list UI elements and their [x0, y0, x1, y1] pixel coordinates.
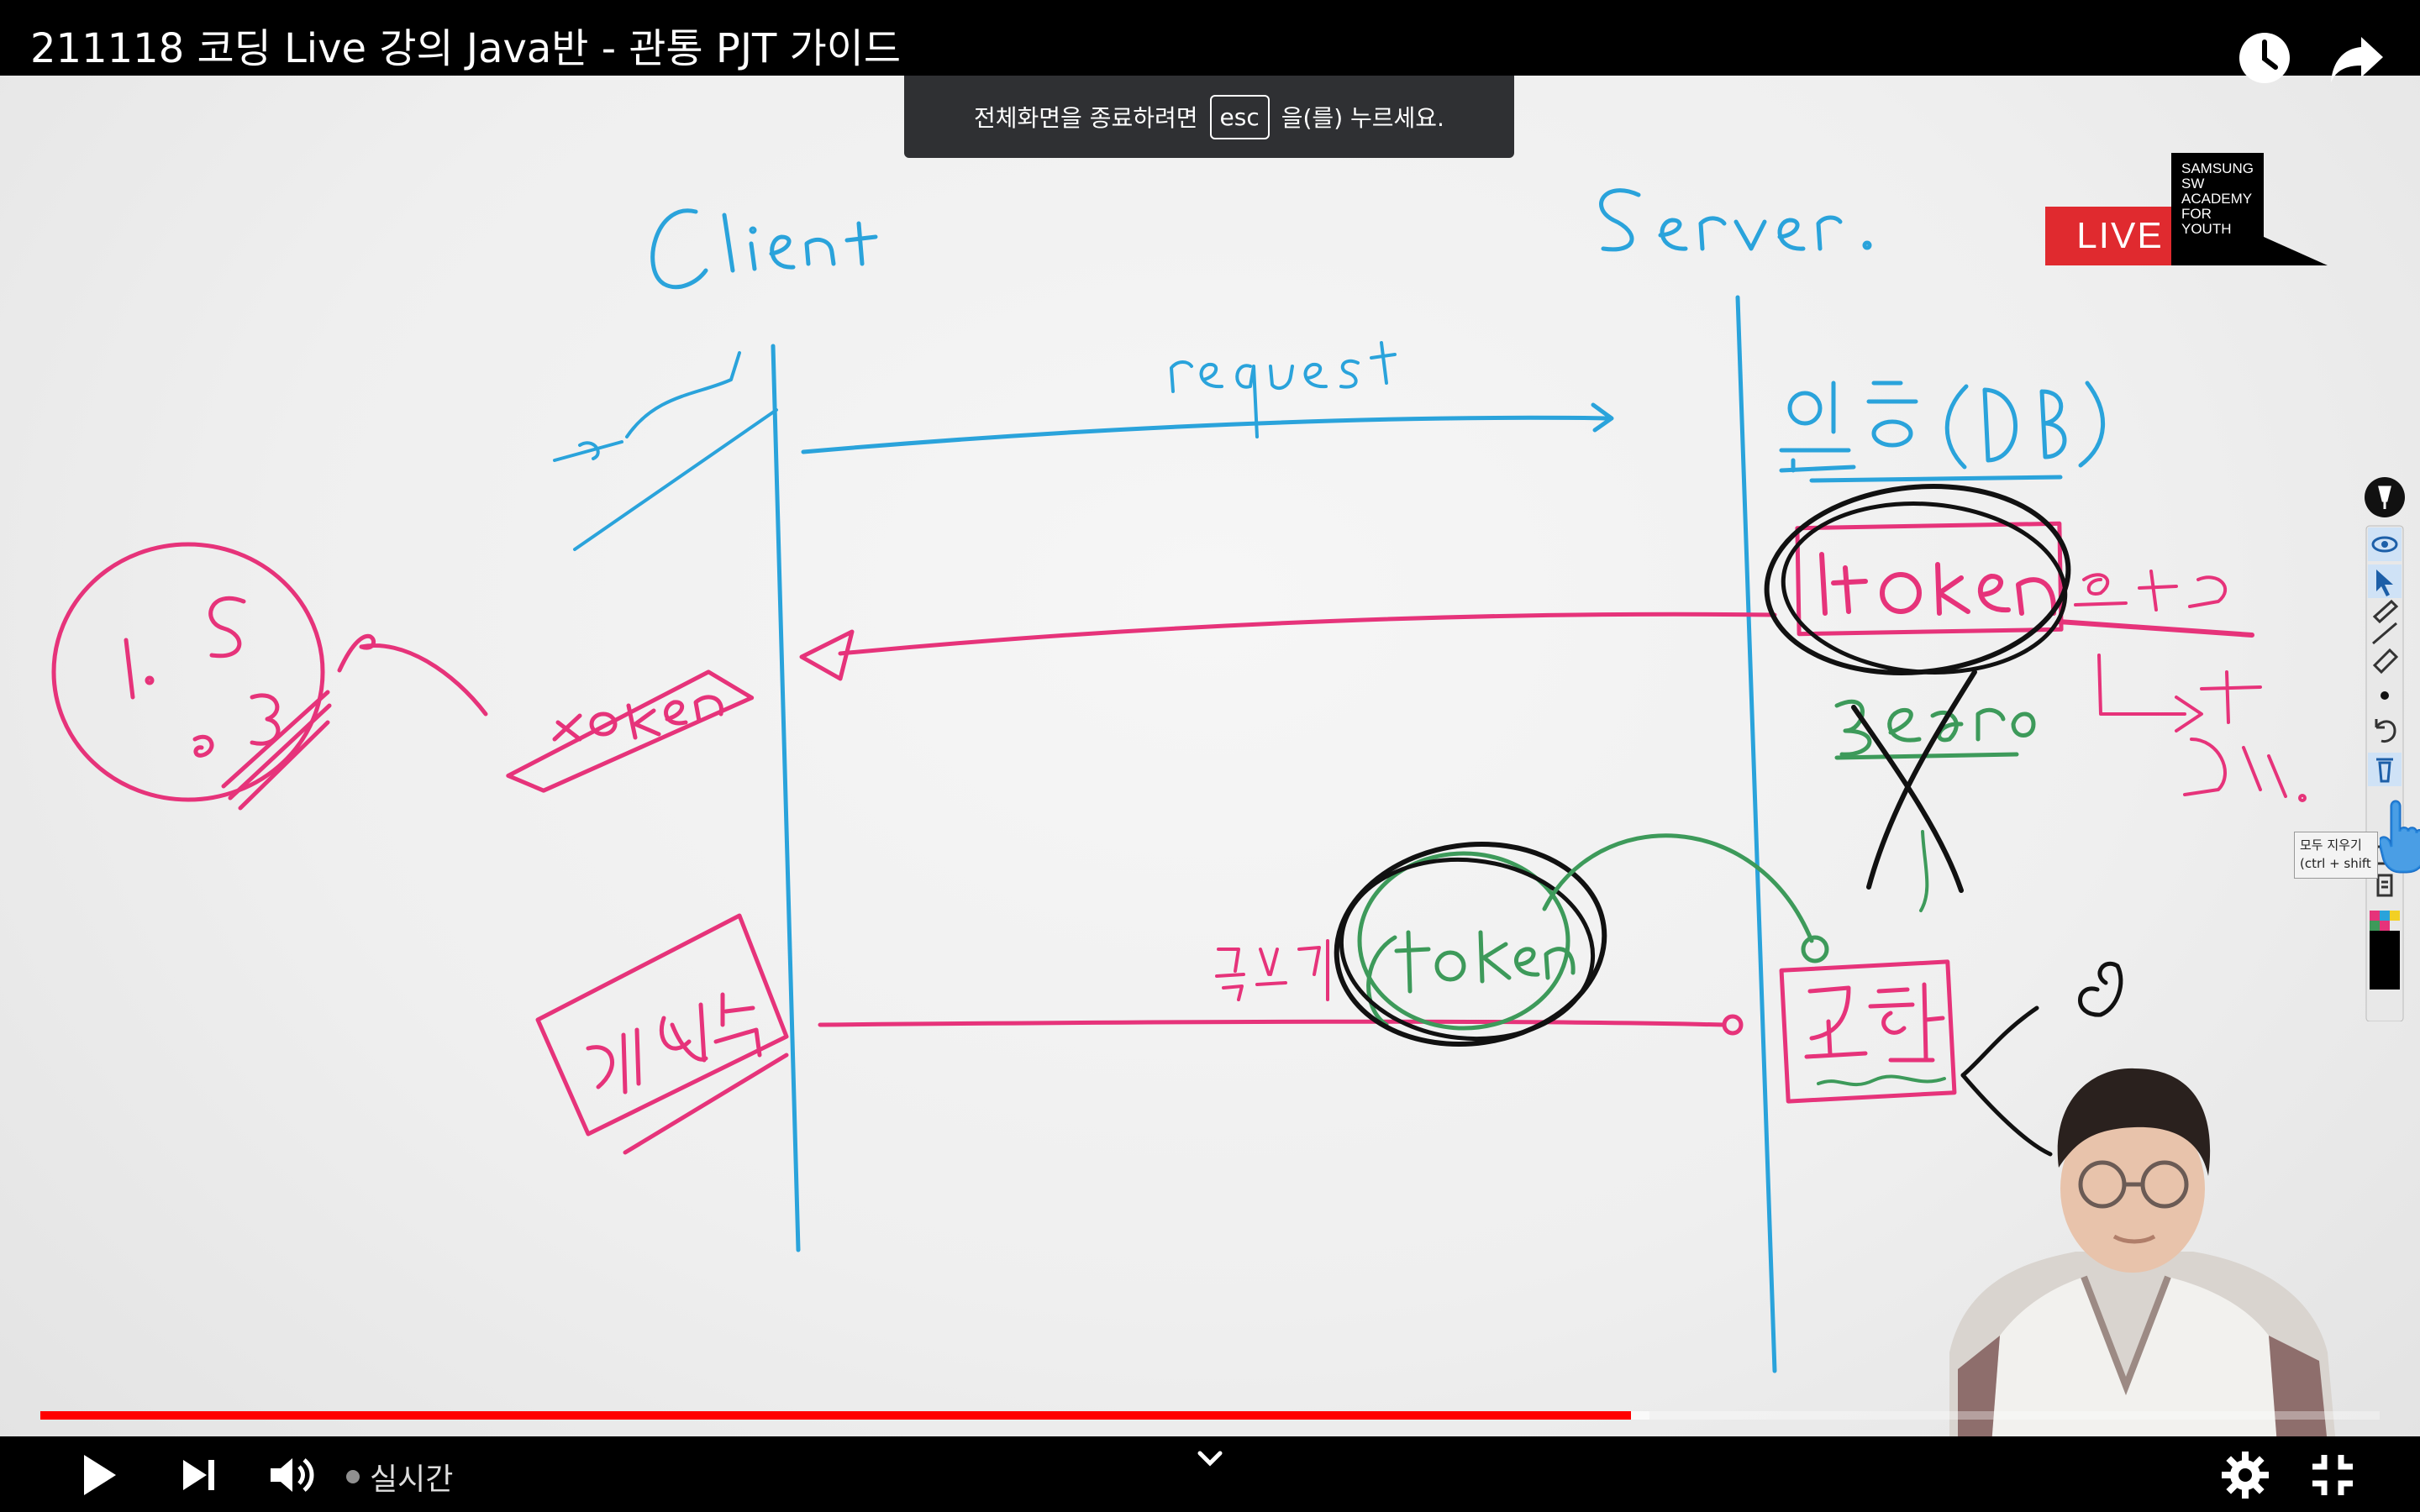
- toast-prefix: 전체화면을 종료하려면: [974, 104, 1198, 132]
- clear-all-tooltip: 모두 지우기 (ctrl + shift: [2294, 832, 2378, 879]
- server-lifeline: [1735, 295, 1777, 1373]
- server-token-ink: [1819, 552, 2254, 638]
- clipboard-icon: [2376, 874, 2393, 897]
- progress-played: [40, 1411, 1632, 1420]
- client-label-ink: [650, 208, 878, 290]
- presenter-video: [1949, 1068, 2336, 1445]
- request-ink: [1170, 341, 1397, 438]
- gear-icon[interactable]: [2218, 1448, 2272, 1502]
- client-lifeline: [771, 344, 801, 1252]
- line-icon: [2372, 622, 2397, 645]
- permission-label-ink: [1804, 982, 1945, 1063]
- client-token-ink: [552, 695, 723, 742]
- academy-logo-text: SAMSUNG SW ACADEMY FOR YOUTH: [2181, 160, 2254, 237]
- eraser-icon: [2372, 648, 2399, 675]
- play-icon[interactable]: [71, 1448, 124, 1502]
- top-bar: 211118 코딩 Live 강의 Java반 - 관통 PJT 가이드: [0, 0, 2420, 83]
- share-icon[interactable]: [2328, 29, 2386, 87]
- fullscreen-exit-toast: 전체화면을 종료하려면 esc 을(를) 누르세요.: [904, 76, 1514, 158]
- ls-note-ink: [124, 596, 488, 811]
- academy-logo: [2171, 153, 2328, 265]
- player-controls: 실시간: [0, 1436, 2420, 1512]
- color-swatch: [2370, 931, 2400, 990]
- progress-bar[interactable]: [40, 1411, 2380, 1420]
- korean-note-ink: [2074, 570, 2307, 802]
- live-dot-icon: [346, 1470, 360, 1483]
- highlighter-icon: [2372, 599, 2399, 624]
- exit-fullscreen-icon[interactable]: [2306, 1448, 2360, 1502]
- server-label-ink: [1599, 188, 1872, 252]
- live-label: 실시간: [370, 1462, 454, 1497]
- auth-db-ink: [1779, 381, 2105, 483]
- live-badge: LIVE: [2045, 207, 2195, 265]
- esc-key-hint: esc: [1209, 94, 1270, 139]
- chevron-down-icon[interactable]: [1185, 1443, 1235, 1477]
- undo-icon: [2375, 719, 2396, 743]
- dot-icon: [2381, 691, 2389, 700]
- clock-icon[interactable]: [2235, 29, 2294, 87]
- write-label-ink: [1215, 939, 1329, 1001]
- id-pwd-ink: [553, 351, 778, 551]
- volume-icon[interactable]: [264, 1448, 318, 1502]
- whiteboard-toolbar: [2365, 477, 2405, 1021]
- live-indicator[interactable]: 실시간: [346, 1455, 453, 1499]
- green-token-ink: [1366, 930, 1576, 1027]
- next-icon[interactable]: [173, 1448, 227, 1502]
- video-title[interactable]: 211118 코딩 Live 강의 Java반 - 관통 PJT 가이드: [30, 25, 902, 72]
- hand-cursor-icon: [2380, 800, 2420, 874]
- toast-suffix: 을(를) 누르세요.: [1281, 104, 1444, 132]
- board-label-ink: [586, 992, 762, 1095]
